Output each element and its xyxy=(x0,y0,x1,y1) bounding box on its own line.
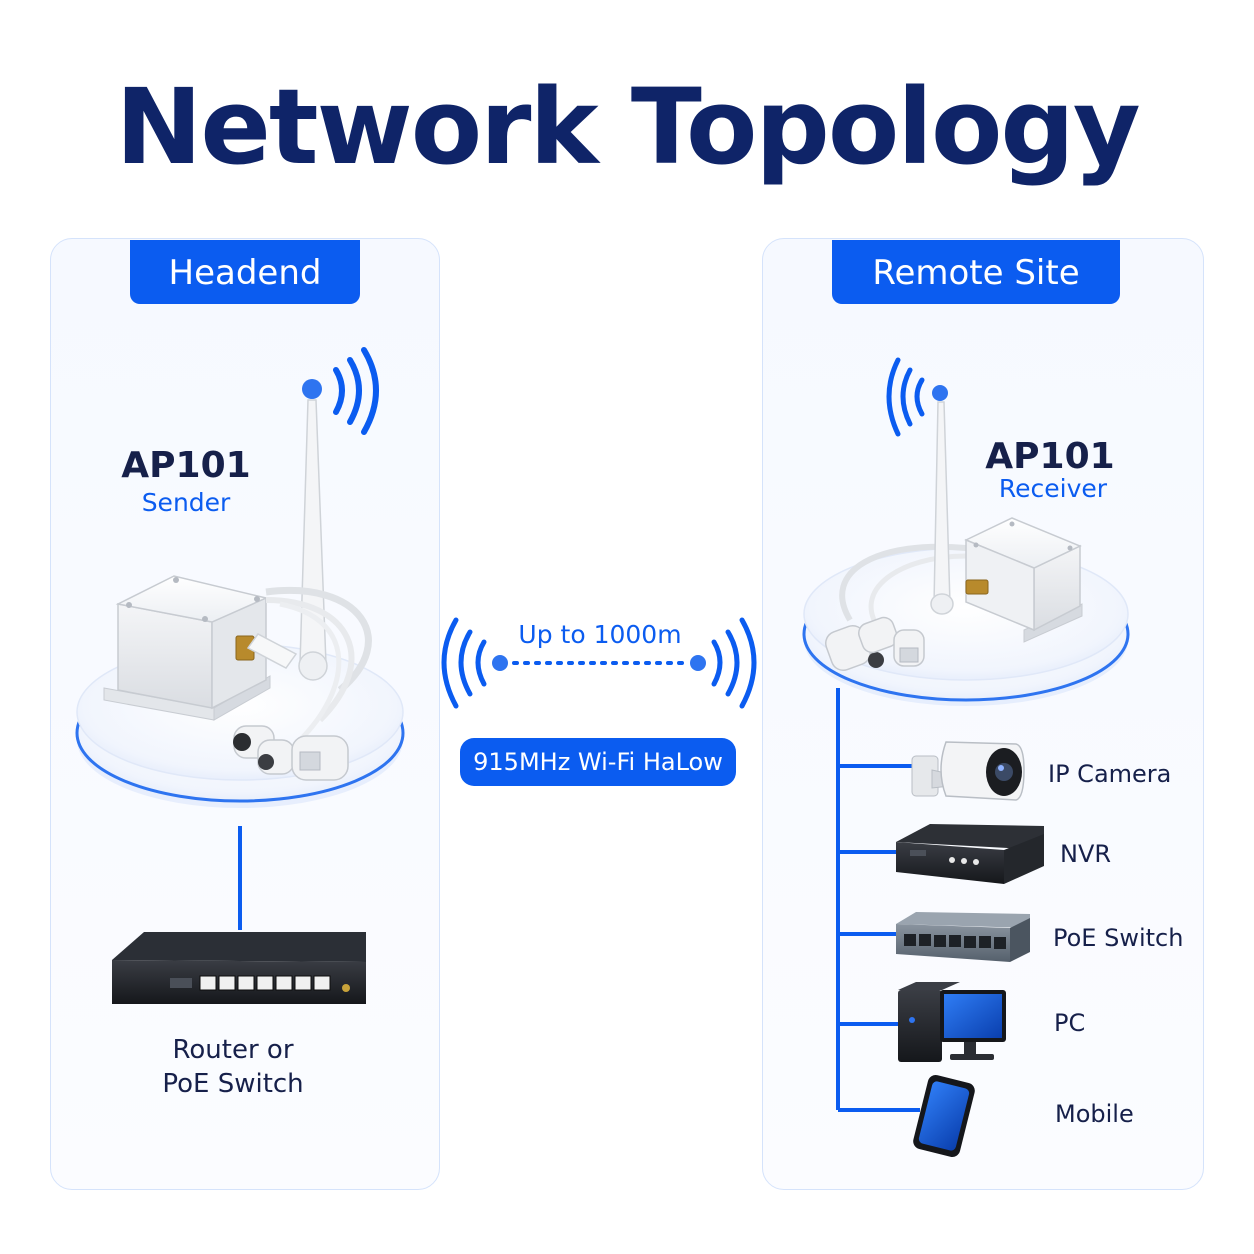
router-image xyxy=(112,932,366,1004)
nvr-image xyxy=(896,824,1044,884)
receiver-wifi-signal-icon xyxy=(886,357,925,437)
band-badge: 915MHz Wi-Fi HaLow xyxy=(460,738,736,786)
router-label-line2: PoE Switch xyxy=(162,1069,304,1099)
device-label-poe-switch: PoE Switch xyxy=(1053,924,1184,952)
sender-device-image xyxy=(103,379,372,781)
router-label-line1: Router or xyxy=(172,1035,294,1065)
device-label-mobile: Mobile xyxy=(1055,1100,1134,1128)
ip-camera-image xyxy=(911,741,1025,801)
headend-tag: Headend xyxy=(130,240,360,304)
device-label-ip-camera: IP Camera xyxy=(1048,760,1172,788)
receiver-device-image xyxy=(824,385,1083,672)
sender-model-label: AP101 xyxy=(121,445,251,486)
device-label-pc: PC xyxy=(1054,1009,1086,1037)
receiver-model-label: AP101 xyxy=(985,436,1115,477)
page-title: Network Topology xyxy=(115,66,1140,188)
right-link-signal-icon xyxy=(711,617,757,709)
device-bus-lines xyxy=(836,688,920,1112)
router-label: Router or PoE Switch xyxy=(100,1033,366,1101)
pc-image xyxy=(898,982,1006,1062)
range-label: Up to 1000m xyxy=(518,620,682,649)
device-label-nvr: NVR xyxy=(1060,840,1112,868)
sender-wifi-signal-icon xyxy=(333,347,379,435)
link-dotted-line xyxy=(492,655,706,671)
receiver-role-label: Receiver xyxy=(998,474,1108,503)
sender-role-label: Sender xyxy=(141,488,231,517)
poe-switch-image xyxy=(896,912,1030,962)
left-link-signal-icon xyxy=(441,617,487,709)
mobile-image xyxy=(913,1075,975,1157)
remote-site-tag: Remote Site xyxy=(832,240,1120,304)
